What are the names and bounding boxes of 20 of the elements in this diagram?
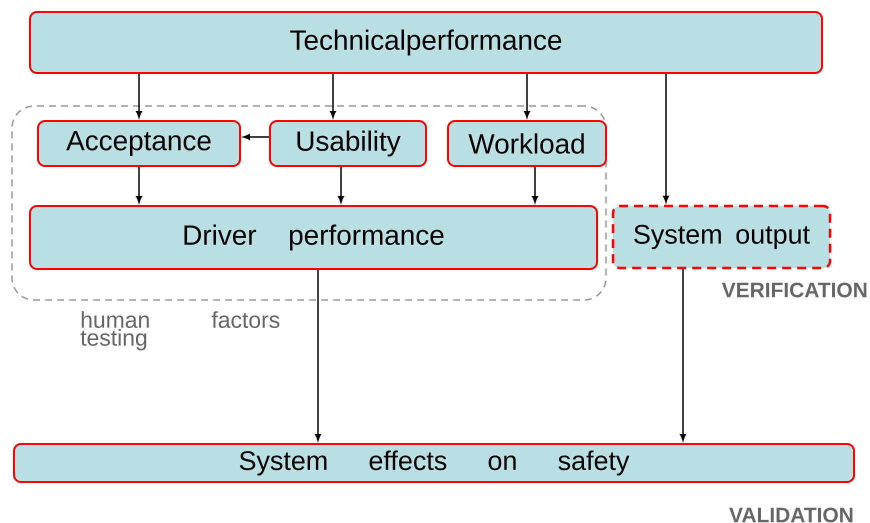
process-box: Usability bbox=[269, 120, 427, 167]
group-label: human factors testing bbox=[80, 311, 280, 350]
arrow bbox=[680, 269, 686, 441]
process-box: Technicalperformance bbox=[29, 11, 823, 74]
arrow bbox=[243, 134, 269, 140]
process-box: System effects on safety bbox=[13, 443, 855, 483]
arrow bbox=[663, 74, 669, 202]
arrow bbox=[524, 74, 530, 118]
arrow bbox=[315, 270, 321, 441]
arrow bbox=[330, 74, 336, 118]
arrow bbox=[136, 167, 142, 203]
process-box: Acceptance bbox=[37, 120, 241, 167]
arrow bbox=[136, 74, 142, 118]
process-box: System output bbox=[612, 204, 832, 270]
stage-label: VALIDATION bbox=[729, 508, 852, 522]
arrow bbox=[338, 167, 344, 203]
stage-label: VERIFICATION bbox=[722, 282, 866, 298]
process-box: Driver performance bbox=[29, 205, 598, 270]
arrow bbox=[532, 167, 538, 203]
process-box: Workload bbox=[447, 120, 607, 167]
